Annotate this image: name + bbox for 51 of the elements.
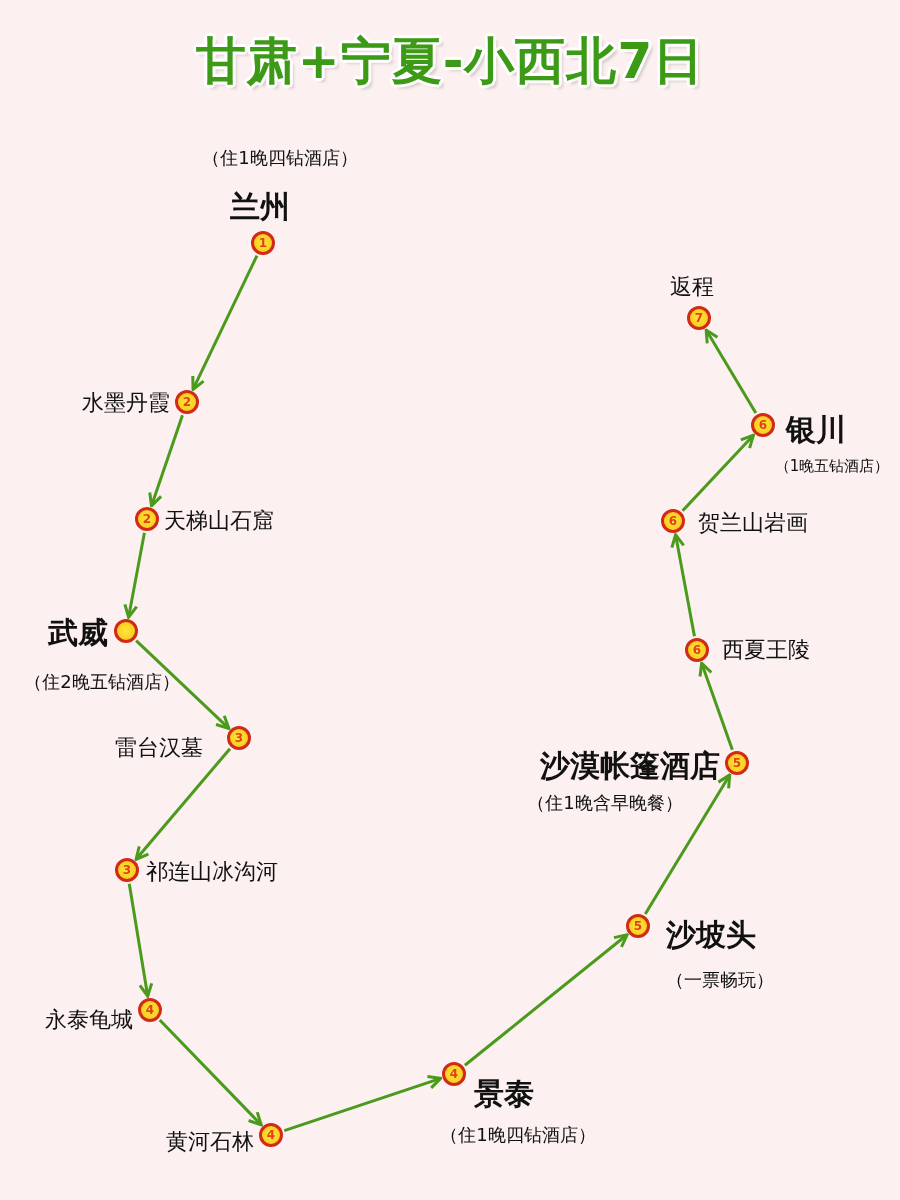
place-name: 兰州 <box>230 187 290 226</box>
stay-note: （住1晚含早晚餐） <box>527 791 683 815</box>
title: 甘肃+宁夏-小西北7日 <box>194 31 706 92</box>
place-name: 祁连山冰沟河 <box>146 858 278 886</box>
place-name: 返程 <box>670 273 714 301</box>
arrow <box>127 883 154 998</box>
place-name: 沙漠帐篷酒店 <box>540 746 720 785</box>
numbered-circle-marker: 2 <box>135 507 159 531</box>
stay-note: （住1晚四钻酒店） <box>440 1123 596 1147</box>
place-name: 武威 <box>48 613 108 652</box>
place-name: 雷台汉墓 <box>115 734 203 762</box>
arrow <box>704 328 758 414</box>
stay-note: （住1晚四钻酒店） <box>202 146 358 170</box>
arrow <box>463 933 629 1067</box>
numbered-circle-marker: 2 <box>175 390 199 414</box>
numbered-circle-marker: 3 <box>227 726 251 750</box>
arrow <box>123 532 146 619</box>
arrow <box>135 639 231 730</box>
stay-note: （一票畅玩） <box>666 968 774 992</box>
arrow <box>670 533 696 637</box>
arrow <box>283 1075 443 1132</box>
arrow <box>148 414 184 508</box>
place-name: 银川 <box>786 410 846 449</box>
arrow <box>134 747 232 861</box>
place-name: 沙坡头 <box>666 915 756 954</box>
place-name: 贺兰山岩画 <box>698 509 808 537</box>
numbered-circle-marker: 6 <box>751 413 775 437</box>
numbered-circle-marker: 5 <box>725 751 749 775</box>
place-name: 景泰 <box>474 1074 534 1113</box>
numbered-circle-marker: 6 <box>661 509 685 533</box>
place-name: 天梯山石窟 <box>164 507 274 535</box>
numbered-circle-marker: 1 <box>251 231 275 255</box>
numbered-circle-marker: 3 <box>115 858 139 882</box>
stay-note: （1晚五钻酒店） <box>774 456 890 476</box>
numbered-circle-marker: 4 <box>138 998 162 1022</box>
arrow <box>681 433 755 512</box>
numbered-circle-marker: 7 <box>687 306 711 330</box>
place-name: 西夏王陵 <box>722 636 810 664</box>
place-name: 黄河石林 <box>166 1128 254 1156</box>
arrow <box>698 661 734 751</box>
arrow <box>158 1019 263 1127</box>
circle-marker <box>114 619 138 643</box>
numbered-circle-marker: 6 <box>685 638 709 662</box>
stay-note: （住2晚五钻酒店） <box>24 670 180 694</box>
place-name: 水墨丹霞 <box>82 389 170 417</box>
place-name: 永泰龟城 <box>45 1006 133 1034</box>
arrow <box>191 255 259 391</box>
numbered-circle-marker: 5 <box>626 914 650 938</box>
numbered-circle-marker: 4 <box>442 1062 466 1086</box>
numbered-circle-marker: 4 <box>259 1123 283 1147</box>
arrow <box>644 773 732 915</box>
